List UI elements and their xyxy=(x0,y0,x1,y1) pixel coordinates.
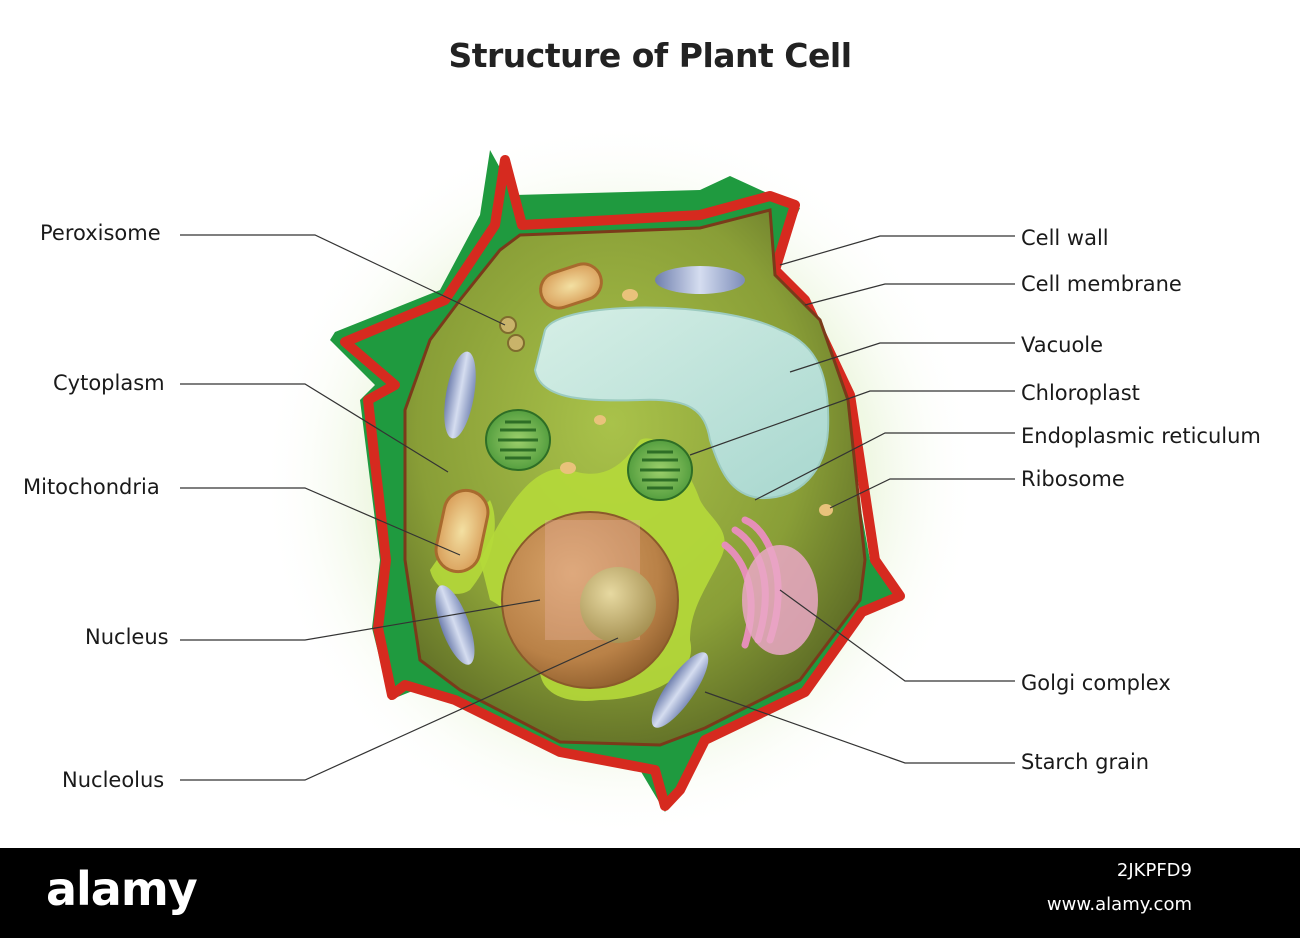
leader-ribosome xyxy=(829,478,1015,509)
leader-golgi xyxy=(779,589,1015,682)
site-url: www.alamy.com xyxy=(1046,894,1192,915)
chloroplast-2 xyxy=(627,439,693,501)
page-title: Structure of Plant Cell xyxy=(448,36,852,75)
cell-membrane-outer xyxy=(340,155,905,811)
starch-grain-1 xyxy=(655,266,745,294)
label-peroxisome: Peroxisome xyxy=(40,221,161,245)
label-endoplasmic-reticulum: Endoplasmic reticulum xyxy=(1021,424,1261,448)
label-cell-wall: Cell wall xyxy=(1021,226,1109,250)
label-starch-grain: Starch grain xyxy=(1021,750,1150,774)
label-nucleolus: Nucleolus xyxy=(62,768,165,792)
image-id: 2JKPFD9 xyxy=(1116,860,1192,881)
ribosome-dot-2 xyxy=(560,462,576,474)
starch-grain-4 xyxy=(651,652,709,728)
watermark-footer: alamy 2JKPFD9 www.alamy.com xyxy=(0,848,1300,938)
leader-cytoplasm xyxy=(180,383,449,473)
leader-mitochondria xyxy=(180,487,461,556)
leader-nucleus xyxy=(180,599,541,641)
mitochondrion-2 xyxy=(434,488,490,574)
starch-grain-2 xyxy=(444,351,476,439)
brand-logo: alamy xyxy=(46,862,198,916)
cell-membrane-inner xyxy=(403,208,867,747)
peroxisome-dot-2 xyxy=(507,334,525,352)
leader-vacuole xyxy=(789,342,1015,373)
label-mitochondria: Mitochondria xyxy=(23,475,160,499)
vacuole-shape xyxy=(533,306,830,500)
ribosome-dot-3 xyxy=(819,504,833,516)
label-cytoplasm: Cytoplasm xyxy=(53,371,165,395)
ribosome-dot-4 xyxy=(594,415,606,425)
leader-starch xyxy=(704,691,1015,764)
mitochondrion-1 xyxy=(539,262,603,310)
ribosome-dot-1 xyxy=(622,289,638,301)
label-vacuole: Vacuole xyxy=(1021,333,1104,357)
chloroplast-1 xyxy=(485,409,551,471)
golgi-body xyxy=(742,545,818,655)
leader-chloroplast xyxy=(689,390,1015,456)
nucleolus-shape xyxy=(580,567,656,643)
leader-peroxisome xyxy=(180,234,506,326)
label-ribosome: Ribosome xyxy=(1021,467,1125,491)
peroxisome-dot-1 xyxy=(499,316,517,334)
label-golgi-complex: Golgi complex xyxy=(1021,671,1171,695)
leader-cell-wall xyxy=(779,235,1015,266)
starch-grain-3 xyxy=(435,585,475,665)
leader-nucleolus xyxy=(180,637,619,781)
leader-cell-membrane xyxy=(804,283,1015,306)
label-chloroplast: Chloroplast xyxy=(1021,381,1140,405)
leader-er xyxy=(754,432,1015,501)
label-nucleus: Nucleus xyxy=(85,625,169,649)
label-cell-membrane: Cell membrane xyxy=(1021,272,1182,296)
